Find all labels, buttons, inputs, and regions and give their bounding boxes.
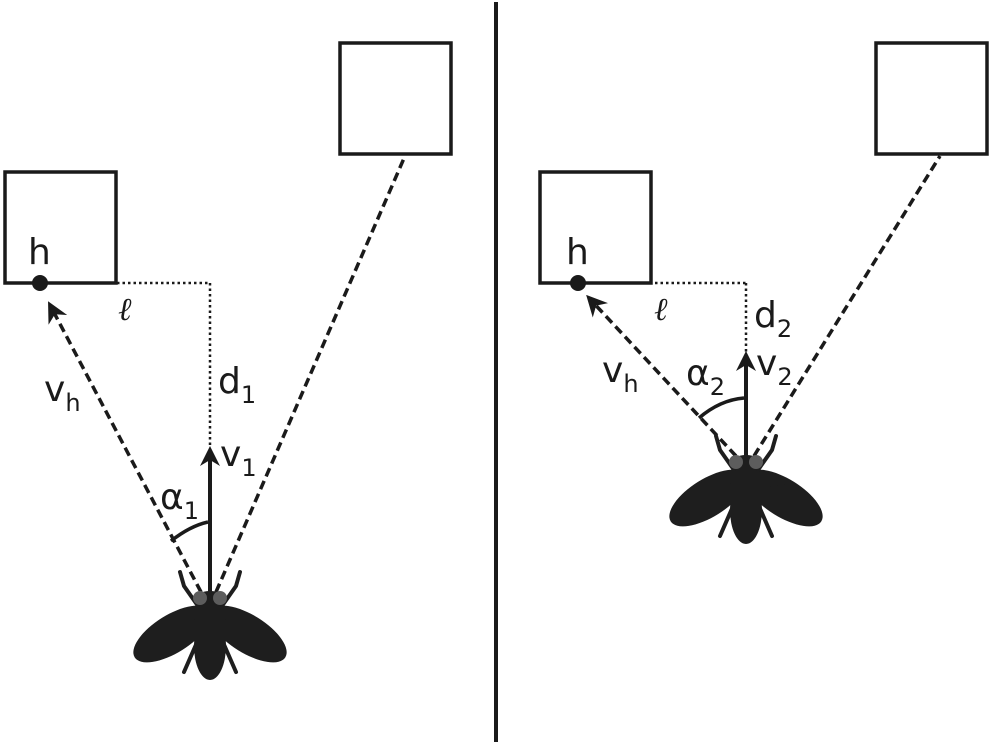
velocity-label-sub: 1 bbox=[241, 454, 256, 482]
far-sightline bbox=[752, 155, 942, 457]
length-label: ℓ bbox=[118, 290, 132, 328]
angle-label-main: α bbox=[686, 353, 710, 394]
near-box bbox=[538, 170, 653, 285]
distance-label-main: d bbox=[754, 295, 777, 336]
velocity-label: v1 bbox=[220, 434, 257, 482]
far-box bbox=[874, 41, 989, 156]
velocity-label-main: v bbox=[756, 343, 777, 384]
angle-arc bbox=[169, 520, 209, 543]
distance-label-sub: 1 bbox=[241, 381, 256, 409]
head-label: h bbox=[28, 232, 51, 273]
near-box bbox=[3, 170, 118, 285]
head-velocity-vector bbox=[586, 294, 738, 458]
head-velocity-vector bbox=[48, 301, 203, 593]
angle-arc bbox=[697, 396, 745, 420]
right-panel: h ℓ d2 v2 vh α2 bbox=[538, 41, 989, 546]
velocity-label: v2 bbox=[756, 343, 793, 391]
distance-label-main: d bbox=[218, 361, 241, 402]
angle-label: α2 bbox=[686, 353, 725, 401]
far-sightline bbox=[214, 155, 407, 593]
far-box bbox=[338, 41, 453, 156]
velocity-label-sub: 2 bbox=[777, 363, 792, 391]
distance-label: d1 bbox=[218, 361, 256, 409]
angle-label-main: α bbox=[160, 477, 184, 518]
head-velocity-label: vh bbox=[44, 369, 81, 417]
head-velocity-label-sub: h bbox=[623, 370, 638, 398]
head-label: h bbox=[566, 232, 589, 273]
length-label: ℓ bbox=[654, 290, 668, 328]
head-point bbox=[570, 275, 586, 291]
angle-label-sub: 2 bbox=[710, 373, 725, 401]
head-velocity-label-main: v bbox=[602, 350, 623, 391]
head-velocity-label: vh bbox=[602, 350, 639, 398]
head-velocity-label-main: v bbox=[44, 369, 65, 410]
head-point bbox=[32, 275, 48, 291]
distance-label: d2 bbox=[754, 295, 792, 343]
angle-label-sub: 1 bbox=[184, 497, 199, 525]
velocity-label-main: v bbox=[220, 434, 241, 475]
distance-label-sub: 2 bbox=[777, 315, 792, 343]
head-velocity-label-sub: h bbox=[65, 389, 80, 417]
angle-label: α1 bbox=[160, 477, 199, 525]
left-panel: h ℓ d1 v1 vh α1 bbox=[3, 41, 453, 682]
